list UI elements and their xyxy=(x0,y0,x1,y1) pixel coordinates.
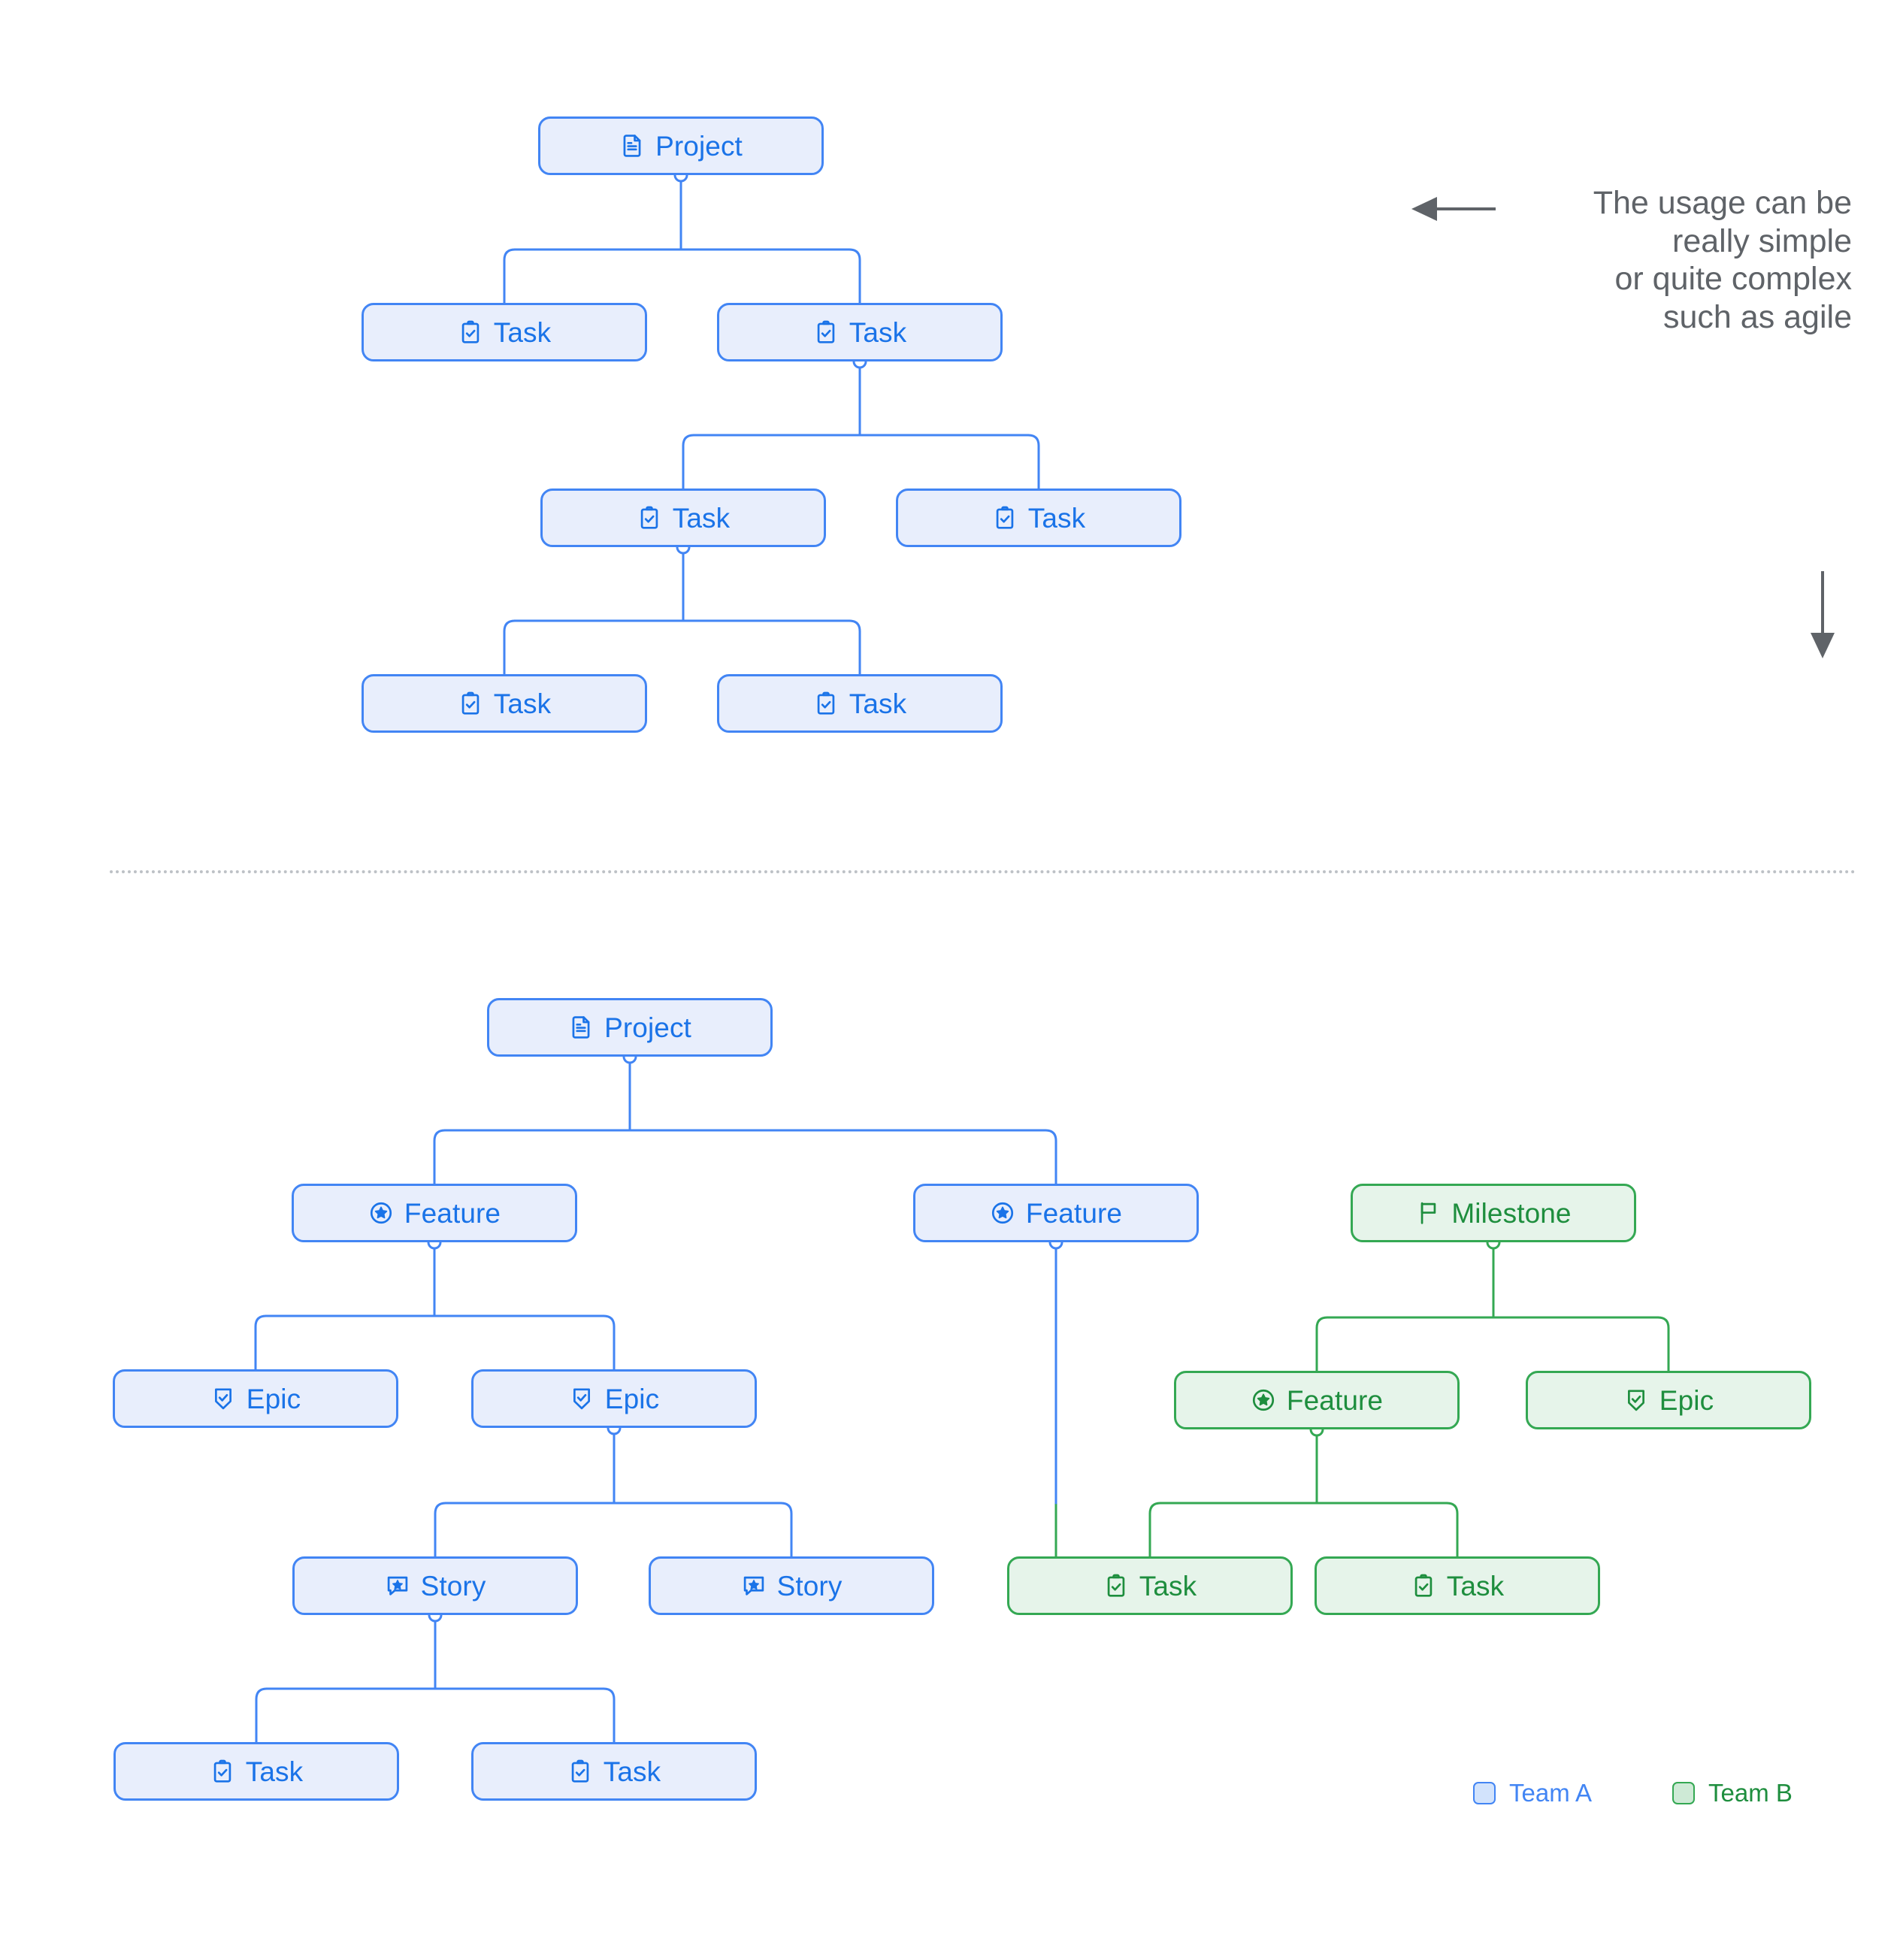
annotation-line: The usage can be xyxy=(1593,185,1852,221)
node-project[interactable]: Project xyxy=(487,998,773,1057)
task-icon xyxy=(813,319,839,345)
task-icon xyxy=(813,691,839,716)
connector-drop xyxy=(682,434,695,490)
node-feature[interactable]: Feature xyxy=(292,1184,577,1242)
connector-drop xyxy=(1656,1316,1670,1372)
node-label: Milestone xyxy=(1451,1197,1572,1229)
node-project[interactable]: Project xyxy=(538,116,824,175)
connector-drop xyxy=(602,1314,616,1371)
node-label: Task xyxy=(245,1756,304,1787)
task-icon xyxy=(992,505,1018,531)
node-feature[interactable]: Feature xyxy=(913,1184,1199,1242)
usage-annotation: The usage can be really simple or quite … xyxy=(1593,184,1852,337)
milestone-icon xyxy=(1415,1200,1441,1226)
node-label: Task xyxy=(1446,1570,1505,1602)
node-task[interactable]: Task xyxy=(717,303,1003,361)
node-label: Feature xyxy=(1025,1197,1123,1229)
connector-drop xyxy=(254,1314,268,1371)
legend-item-team-a: Team A xyxy=(1473,1779,1592,1807)
node-story[interactable]: Story xyxy=(292,1556,578,1615)
task-icon xyxy=(1411,1573,1436,1599)
node-task[interactable]: Task xyxy=(471,1742,757,1801)
connector-drop xyxy=(503,248,516,304)
node-task[interactable]: Task xyxy=(362,303,647,361)
down-arrow-head xyxy=(1811,633,1835,658)
connector-drop xyxy=(848,248,861,304)
left-arrow-head xyxy=(1411,197,1437,221)
epic-icon xyxy=(210,1386,236,1411)
connector-drop xyxy=(848,619,861,676)
connector-drop xyxy=(1044,1129,1057,1185)
node-label: Feature xyxy=(1286,1384,1384,1416)
node-label: Task xyxy=(493,316,552,348)
task-icon xyxy=(567,1759,593,1784)
story-icon xyxy=(385,1573,410,1599)
legend-label-team-a: Team A xyxy=(1509,1779,1593,1807)
node-epic[interactable]: Epic xyxy=(1526,1371,1811,1429)
connector-drop xyxy=(255,1687,268,1744)
connector-drop xyxy=(503,619,516,676)
feature-icon xyxy=(368,1200,394,1226)
annotation-line: really simple xyxy=(1672,222,1852,259)
node-label: Task xyxy=(603,1756,661,1787)
document-icon xyxy=(619,133,645,159)
node-epic[interactable]: Epic xyxy=(113,1369,398,1428)
section-divider xyxy=(110,870,1856,873)
connector-drop xyxy=(779,1502,793,1558)
task-icon xyxy=(210,1759,235,1784)
node-task[interactable]: Task xyxy=(717,674,1003,733)
node-task[interactable]: Task xyxy=(1007,1556,1293,1615)
node-task[interactable]: Task xyxy=(540,488,826,547)
node-label: Epic xyxy=(1659,1384,1714,1416)
node-label: Task xyxy=(1139,1570,1197,1602)
task-icon xyxy=(458,319,483,345)
node-label: Project xyxy=(604,1012,691,1043)
node-feature[interactable]: Feature xyxy=(1174,1371,1460,1429)
node-label: Story xyxy=(776,1570,843,1602)
node-label: Task xyxy=(849,688,907,719)
story-icon xyxy=(741,1573,767,1599)
node-task[interactable]: Task xyxy=(113,1742,399,1801)
task-icon xyxy=(1103,1573,1129,1599)
feature-icon xyxy=(990,1200,1015,1226)
legend-swatch-team-b xyxy=(1672,1782,1695,1804)
node-label: Task xyxy=(672,502,731,534)
node-story[interactable]: Story xyxy=(649,1556,934,1615)
node-label: Task xyxy=(849,316,907,348)
connector-drop xyxy=(1148,1502,1162,1558)
node-label: Project xyxy=(655,130,743,162)
connector-drop xyxy=(602,1687,616,1744)
node-milestone[interactable]: Milestone xyxy=(1351,1184,1636,1242)
epic-icon xyxy=(1623,1387,1649,1413)
legend-swatch-team-a xyxy=(1473,1782,1496,1804)
task-icon xyxy=(458,691,483,716)
annotation-line: or quite complex xyxy=(1614,261,1853,298)
legend-label-team-b: Team B xyxy=(1708,1779,1793,1807)
node-label: Epic xyxy=(246,1383,301,1414)
document-icon xyxy=(568,1015,594,1040)
epic-icon xyxy=(569,1386,594,1411)
node-label: Task xyxy=(1027,502,1086,534)
feature-icon xyxy=(1251,1387,1276,1413)
annotation-line: such as agile xyxy=(1663,299,1852,336)
node-task[interactable]: Task xyxy=(896,488,1181,547)
node-label: Task xyxy=(493,688,552,719)
legend-item-team-b: Team B xyxy=(1672,1779,1793,1807)
node-task[interactable]: Task xyxy=(1315,1556,1600,1615)
node-label: Feature xyxy=(404,1197,501,1229)
connector-drop xyxy=(1445,1502,1459,1558)
node-epic[interactable]: Epic xyxy=(471,1369,757,1428)
task-icon xyxy=(637,505,662,531)
connector-drop xyxy=(434,1502,447,1558)
node-task[interactable]: Task xyxy=(362,674,647,733)
connector-drop xyxy=(1315,1316,1329,1372)
connector-drop xyxy=(433,1129,446,1185)
connector-drop xyxy=(1027,434,1040,490)
node-label: Story xyxy=(420,1570,486,1602)
node-label: Epic xyxy=(604,1383,660,1414)
